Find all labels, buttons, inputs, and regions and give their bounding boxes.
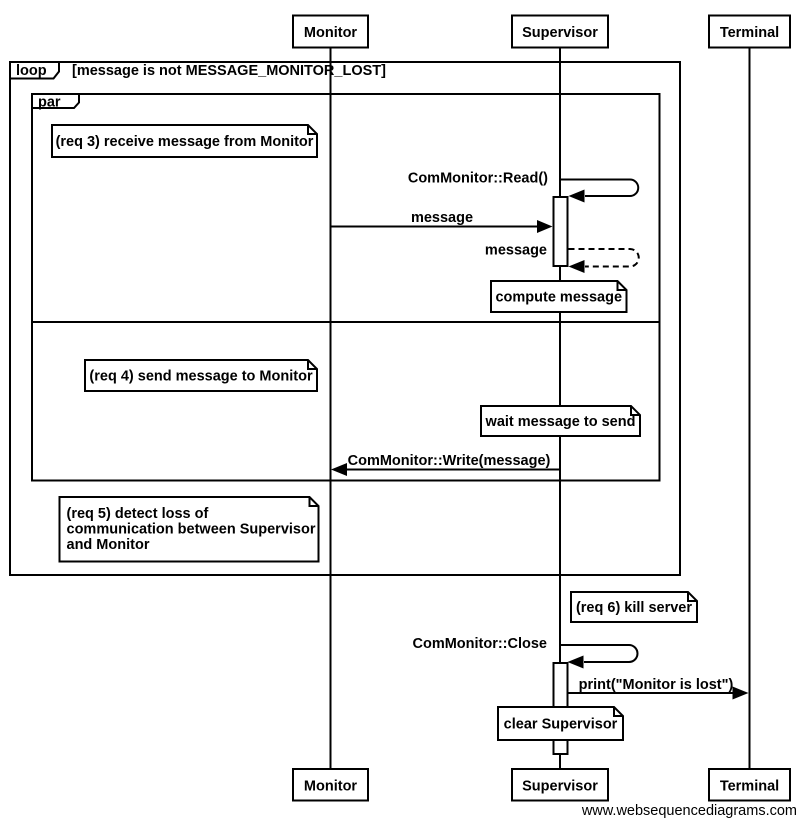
svg-text:Terminal: Terminal (720, 25, 779, 41)
svg-text:[message is not MESSAGE_MONITO: [message is not MESSAGE_MONITOR_LOST] (72, 63, 386, 79)
svg-text:www.websequencediagrams.com: www.websequencediagrams.com (581, 803, 797, 819)
svg-text:compute message: compute message (495, 290, 622, 306)
svg-text:(req 3) receive message from M: (req 3) receive message from Monitor (56, 134, 314, 150)
svg-text:print("Monitor is lost"): print("Monitor is lost") (579, 677, 734, 693)
svg-text:ComMonitor::Write(message): ComMonitor::Write(message) (348, 453, 551, 469)
svg-text:ComMonitor::Close: ComMonitor::Close (412, 636, 547, 652)
svg-text:Monitor: Monitor (304, 779, 358, 795)
svg-text:Terminal: Terminal (720, 779, 779, 795)
svg-text:loop: loop (16, 63, 47, 79)
svg-text:communication between Supervis: communication between Supervisor (67, 522, 316, 538)
svg-text:clear Supervisor: clear Supervisor (504, 717, 618, 733)
svg-text:par: par (38, 95, 61, 111)
svg-text:Monitor: Monitor (304, 25, 358, 41)
svg-text:and Monitor: and Monitor (67, 537, 150, 553)
svg-text:Supervisor: Supervisor (522, 25, 598, 41)
svg-text:message: message (411, 210, 473, 226)
svg-text:wait message to send: wait message to send (485, 414, 636, 430)
svg-text:Supervisor: Supervisor (522, 779, 598, 795)
svg-text:(req 5) detect loss of: (req 5) detect loss of (67, 506, 209, 522)
svg-text:(req 4) send message to Monito: (req 4) send message to Monitor (89, 369, 313, 385)
svg-text:(req 6) kill server: (req 6) kill server (576, 600, 692, 616)
svg-text:ComMonitor::Read(): ComMonitor::Read() (408, 171, 548, 187)
svg-text:message: message (485, 243, 547, 259)
